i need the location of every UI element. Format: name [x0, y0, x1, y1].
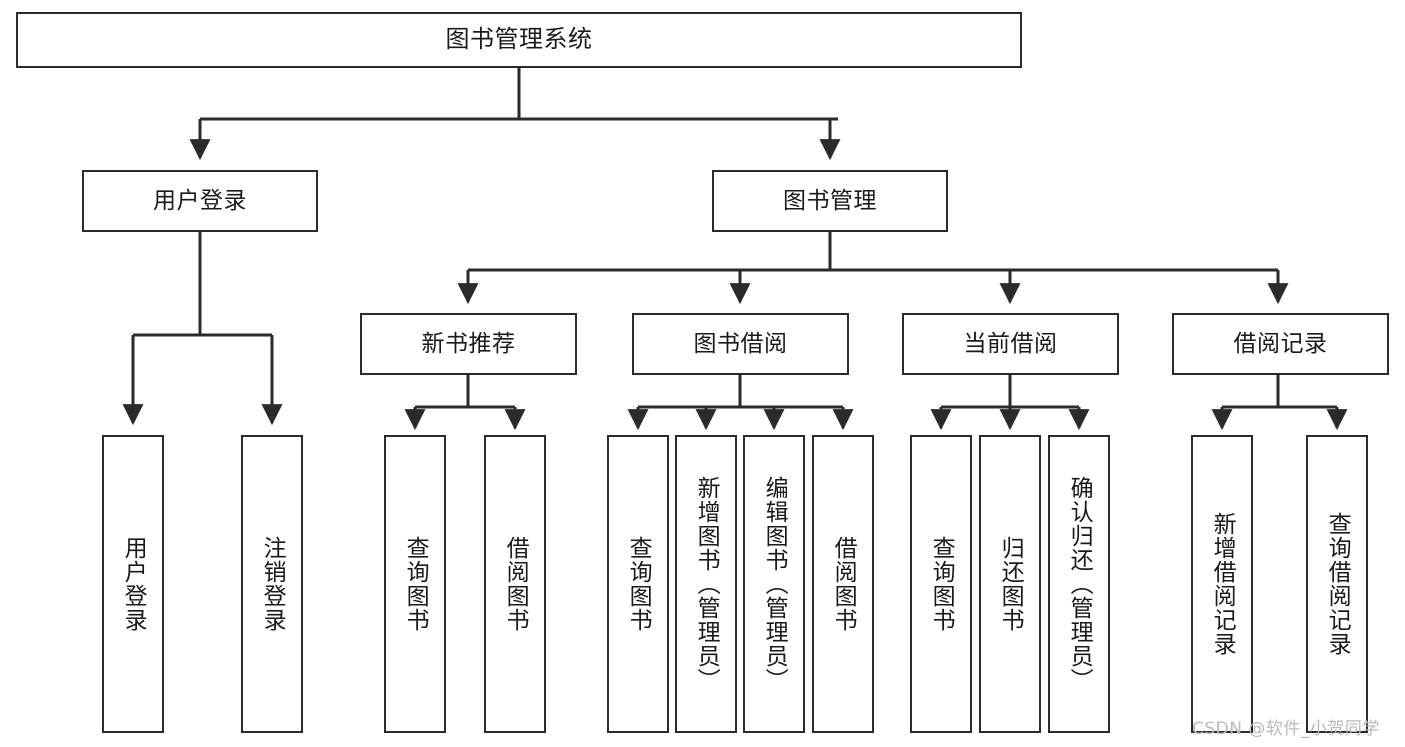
- leaf-query-book-2[interactable]: 查询图书: [607, 435, 669, 733]
- leaf-return-book-label: 归还图书: [997, 536, 1024, 632]
- watermark: CSDN @软件_小贺同学: [1192, 719, 1380, 739]
- leaf-query-book-3[interactable]: 查询图书: [910, 435, 972, 733]
- leaf-query-book-3-label: 查询图书: [928, 536, 955, 632]
- node-current-borrow-label: 当前借阅: [963, 330, 1058, 357]
- leaf-user-login[interactable]: 用户登录: [102, 435, 164, 733]
- node-user-login-label: 用户登录: [153, 187, 247, 214]
- node-new-book-recommend-label: 新书推荐: [421, 330, 516, 357]
- node-borrow-record-label: 借阅记录: [1233, 330, 1328, 357]
- node-current-borrow[interactable]: 当前借阅: [902, 313, 1119, 375]
- leaf-confirm-return-label: 确认归还（管理员）: [1066, 476, 1093, 692]
- node-new-book-recommend[interactable]: 新书推荐: [360, 313, 577, 375]
- leaf-query-book-1[interactable]: 查询图书: [384, 435, 446, 733]
- leaf-logout-label: 注销登录: [259, 536, 286, 632]
- node-book-manage[interactable]: 图书管理: [712, 170, 948, 232]
- leaf-user-login-label: 用户登录: [120, 536, 147, 632]
- leaf-add-record[interactable]: 新增借阅记录: [1191, 435, 1253, 733]
- leaf-edit-book[interactable]: 编辑图书（管理员）: [743, 435, 805, 733]
- leaf-query-record-label: 查询借阅记录: [1324, 512, 1351, 656]
- node-user-login[interactable]: 用户登录: [82, 170, 318, 232]
- leaf-edit-book-label: 编辑图书（管理员）: [761, 476, 788, 692]
- leaf-query-record[interactable]: 查询借阅记录: [1306, 435, 1368, 733]
- leaf-query-book-2-label: 查询图书: [625, 536, 652, 632]
- leaf-return-book[interactable]: 归还图书: [979, 435, 1041, 733]
- node-book-borrow[interactable]: 图书借阅: [632, 313, 849, 375]
- leaf-add-book-label: 新增图书（管理员）: [693, 476, 720, 692]
- leaf-borrow-book-1[interactable]: 借阅图书: [484, 435, 546, 733]
- node-root-label: 图书管理系统: [445, 25, 593, 54]
- leaf-borrow-book-1-label: 借阅图书: [502, 536, 529, 632]
- leaf-add-book[interactable]: 新增图书（管理员）: [675, 435, 737, 733]
- node-book-manage-label: 图书管理: [783, 187, 877, 214]
- node-root[interactable]: 图书管理系统: [16, 12, 1022, 68]
- leaf-logout[interactable]: 注销登录: [241, 435, 303, 733]
- leaf-confirm-return[interactable]: 确认归还（管理员）: [1048, 435, 1110, 733]
- leaf-borrow-book-2-label: 借阅图书: [830, 536, 857, 632]
- leaf-query-book-1-label: 查询图书: [402, 536, 429, 632]
- node-borrow-record[interactable]: 借阅记录: [1172, 313, 1389, 375]
- leaf-add-record-label: 新增借阅记录: [1209, 512, 1236, 656]
- node-book-borrow-label: 图书借阅: [693, 330, 788, 357]
- leaf-borrow-book-2[interactable]: 借阅图书: [812, 435, 874, 733]
